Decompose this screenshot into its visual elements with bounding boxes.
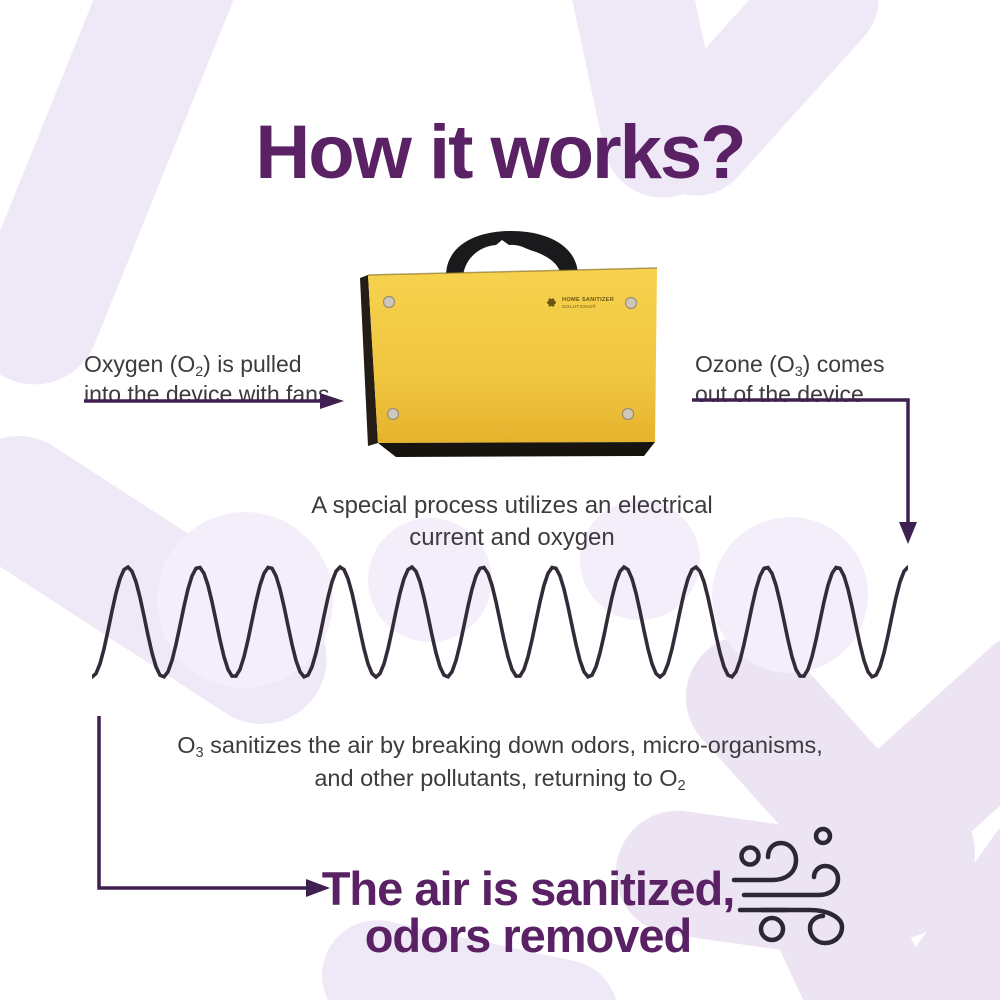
device-screw bbox=[624, 296, 638, 310]
device-logo: HOME SANITIZER SOLUTIONS® bbox=[547, 297, 614, 310]
arrowhead-down-icon bbox=[899, 522, 917, 544]
ozone-device-illustration: HOME SANITIZER SOLUTIONS® bbox=[360, 231, 658, 457]
result-connector bbox=[97, 716, 330, 897]
device-top-edge bbox=[367, 267, 658, 276]
air-bubble-icon bbox=[739, 845, 761, 867]
air-bubble-icon bbox=[758, 915, 786, 943]
ozone-out-text: Ozone (O3) comes out of the device bbox=[695, 351, 885, 407]
oxygen-in-arrow bbox=[84, 393, 344, 409]
arrowhead-right-icon bbox=[306, 879, 330, 897]
o3-subscript: 3 bbox=[195, 744, 204, 761]
device-handle bbox=[446, 231, 578, 276]
device-screw bbox=[621, 407, 635, 421]
device-screw bbox=[386, 407, 400, 421]
process-caption: A special process utilizes an electrical… bbox=[311, 492, 713, 551]
device-logo-icon bbox=[547, 298, 556, 307]
o3-subscript: 3 bbox=[794, 363, 803, 380]
device-screw bbox=[382, 295, 396, 309]
connector-line bbox=[97, 716, 306, 890]
ozone-wave bbox=[92, 564, 908, 680]
air-bubble-icon bbox=[813, 826, 833, 846]
device-screws bbox=[382, 295, 638, 421]
device-logo-text-1: HOME SANITIZER bbox=[562, 297, 614, 303]
result-heading: The air is sanitized, odors removed bbox=[321, 862, 736, 962]
ozone-out-connector bbox=[692, 398, 917, 544]
device-body bbox=[368, 268, 657, 443]
device-logo-text-2: SOLUTIONS® bbox=[562, 303, 596, 310]
o2-subscript: 2 bbox=[677, 777, 686, 794]
ozone-wave-path bbox=[92, 564, 908, 680]
device-side bbox=[360, 275, 378, 446]
device-base bbox=[378, 442, 655, 457]
wind-icon bbox=[731, 826, 845, 946]
page-title: How it works? bbox=[255, 109, 746, 195]
arrowhead-right-icon bbox=[320, 393, 344, 409]
connector-line bbox=[692, 398, 910, 524]
o2-subscript: 2 bbox=[195, 363, 204, 380]
